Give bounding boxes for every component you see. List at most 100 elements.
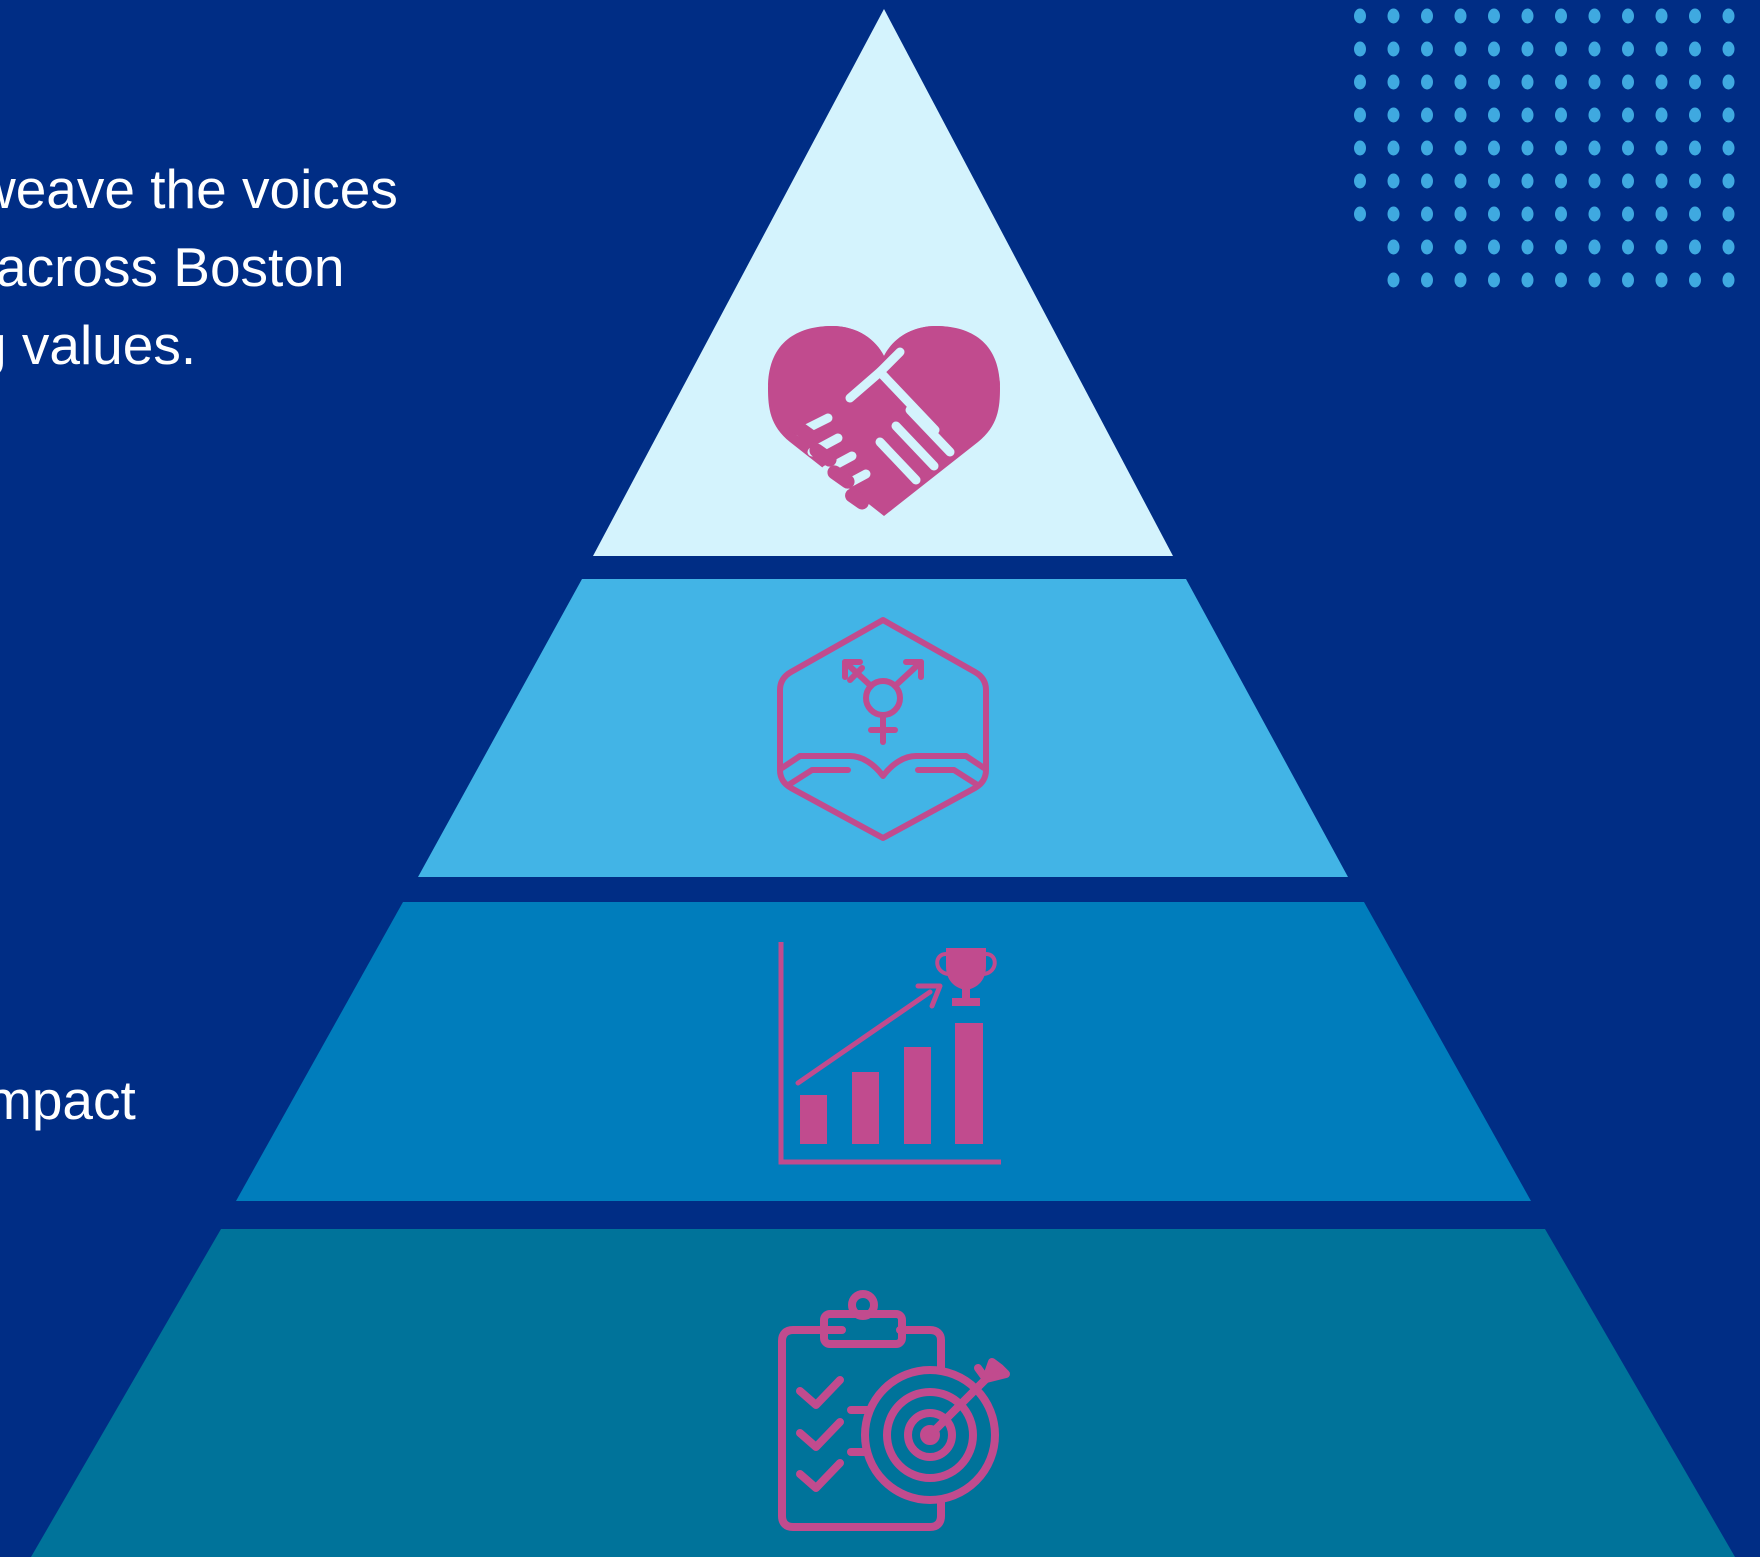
pattern-dot xyxy=(1421,272,1433,288)
pattern-dot xyxy=(1454,206,1467,222)
pattern-dot xyxy=(1722,74,1735,90)
pattern-dot xyxy=(1488,41,1500,57)
pattern-dot xyxy=(1689,206,1701,222)
pattern-dot xyxy=(1387,272,1400,288)
pattern-dot xyxy=(1722,140,1735,156)
pattern-dot xyxy=(1722,8,1735,24)
pattern-dot xyxy=(1588,206,1601,222)
pyramid-tier-1 xyxy=(593,9,1173,556)
pattern-dot xyxy=(1555,206,1567,222)
pattern-dot xyxy=(1588,41,1601,57)
pattern-dot xyxy=(1354,140,1366,156)
pattern-dot xyxy=(1354,8,1366,24)
pattern-dot xyxy=(1588,8,1601,24)
pattern-dot xyxy=(1655,272,1668,288)
pattern-dot xyxy=(1488,239,1500,255)
pattern-dot xyxy=(1689,272,1701,288)
pattern-dot xyxy=(1421,173,1433,189)
pattern-dot xyxy=(1655,173,1668,189)
checklist-target-icon xyxy=(778,1290,1010,1531)
pattern-dot xyxy=(1689,140,1701,156)
pattern-dot xyxy=(1387,74,1400,90)
pattern-dot xyxy=(1588,74,1601,90)
pattern-dot xyxy=(1689,173,1701,189)
pattern-dot xyxy=(1722,239,1735,255)
pattern-dot xyxy=(1555,272,1567,288)
pattern-dot xyxy=(1722,173,1735,189)
pattern-dot xyxy=(1421,41,1433,57)
growth-chart-trophy-icon xyxy=(778,942,1001,1165)
pattern-dot xyxy=(1622,140,1634,156)
pattern-dot xyxy=(1454,173,1467,189)
pattern-dot xyxy=(1622,74,1634,90)
pattern-dot xyxy=(1521,239,1534,255)
pattern-dot xyxy=(1655,8,1668,24)
pattern-dot xyxy=(1655,107,1668,123)
pattern-dot xyxy=(1588,140,1601,156)
pattern-dot xyxy=(1521,8,1534,24)
pattern-dot xyxy=(1689,74,1701,90)
pattern-dot xyxy=(1354,41,1366,57)
pattern-dot xyxy=(1421,206,1433,222)
pattern-dot xyxy=(1421,140,1433,156)
pattern-dot xyxy=(1387,8,1400,24)
pattern-dot xyxy=(1421,239,1433,255)
pattern-dot xyxy=(1387,140,1400,156)
pattern-dot xyxy=(1588,272,1601,288)
pattern-dot xyxy=(1521,107,1534,123)
heart-handshake-icon xyxy=(768,326,1000,516)
pattern-dot xyxy=(1588,173,1601,189)
pattern-dot xyxy=(1354,206,1366,222)
pattern-dot xyxy=(1387,173,1400,189)
pattern-dot xyxy=(1655,140,1668,156)
pattern-dot xyxy=(1722,107,1735,123)
intro-line-1: weave the voices xyxy=(0,158,398,220)
pattern-dot xyxy=(1354,107,1366,123)
pattern-dot xyxy=(1488,206,1500,222)
pattern-dot xyxy=(1488,107,1500,123)
pattern-dot xyxy=(1521,173,1534,189)
pattern-dot xyxy=(1454,140,1467,156)
pattern-dot xyxy=(1488,272,1500,288)
transgender-hands-icon xyxy=(777,617,989,841)
pattern-dot xyxy=(1521,41,1534,57)
pattern-dot xyxy=(1421,74,1433,90)
pattern-dot xyxy=(1521,140,1534,156)
pattern-dot xyxy=(1655,74,1668,90)
pattern-dot xyxy=(1622,8,1634,24)
pattern-dot xyxy=(1689,41,1701,57)
pattern-dot xyxy=(1521,206,1534,222)
pattern-dot xyxy=(1689,8,1701,24)
pattern-dot xyxy=(1454,8,1467,24)
pattern-dot xyxy=(1555,173,1567,189)
pattern-dot xyxy=(1588,107,1601,123)
pattern-dot xyxy=(1722,41,1735,57)
pattern-dot xyxy=(1622,41,1634,57)
pattern-dot xyxy=(1421,107,1433,123)
impact-text: mpact xyxy=(0,1069,136,1131)
pattern-dot xyxy=(1454,74,1467,90)
pattern-dot xyxy=(1622,173,1634,189)
pattern-dot xyxy=(1454,239,1467,255)
pattern-dot xyxy=(1555,239,1567,255)
pattern-dot xyxy=(1555,8,1567,24)
pattern-dot xyxy=(1454,272,1467,288)
pattern-dot xyxy=(1655,41,1668,57)
pattern-dot xyxy=(1387,107,1400,123)
pattern-dot xyxy=(1622,239,1634,255)
dot-pattern-decoration xyxy=(1354,8,1735,288)
pattern-dot xyxy=(1622,272,1634,288)
intro-line-3: g values. xyxy=(0,314,197,376)
pattern-dot xyxy=(1354,74,1366,90)
pattern-dot xyxy=(1555,140,1567,156)
pattern-dot xyxy=(1488,8,1500,24)
pattern-dot xyxy=(1488,74,1500,90)
pattern-dot xyxy=(1354,173,1366,189)
pattern-dot xyxy=(1555,74,1567,90)
pattern-dot xyxy=(1387,206,1400,222)
pattern-dot xyxy=(1387,41,1400,57)
pattern-dot xyxy=(1454,41,1467,57)
pattern-dot xyxy=(1555,41,1567,57)
